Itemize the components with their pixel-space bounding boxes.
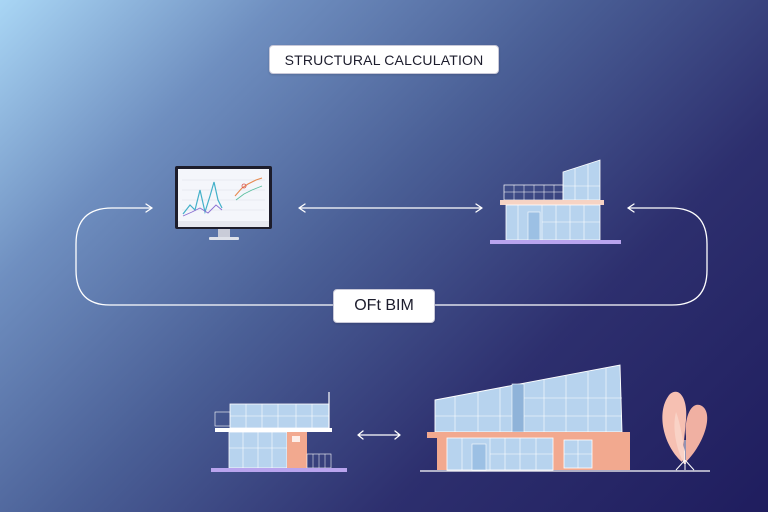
right-loop-connector xyxy=(432,207,708,306)
right-arrowhead xyxy=(627,203,635,213)
double-arrow-bottom xyxy=(357,430,401,440)
structural-calculation-label: STRUCTURAL CALCULATION xyxy=(269,45,499,74)
bim-label: OFt BIM xyxy=(333,289,435,323)
structural-calculation-text: STRUCTURAL CALCULATION xyxy=(284,51,484,68)
left-loop-connector xyxy=(75,207,334,306)
double-arrow-top xyxy=(298,203,483,213)
left-arrowhead xyxy=(145,203,153,213)
bim-text: OFt BIM xyxy=(354,297,414,314)
